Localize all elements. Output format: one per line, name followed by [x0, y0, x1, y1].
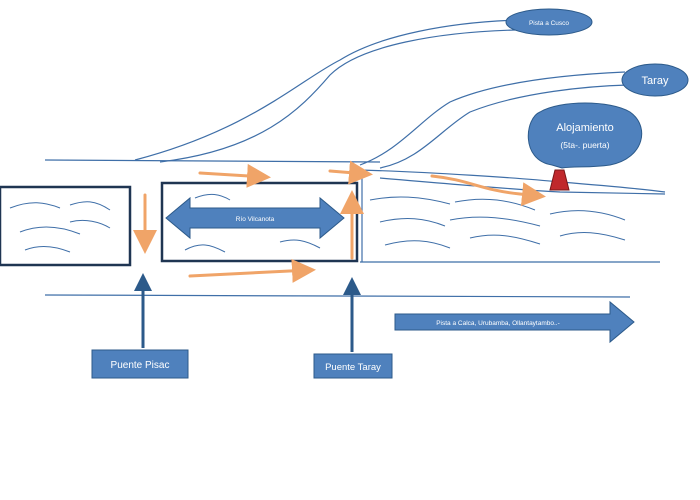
- puente-pisac-callout: Puente Pisac: [91, 349, 189, 379]
- pista-calca-arrow: Pista a Calca, Urubamba, Ollantaytambo..…: [394, 300, 635, 344]
- water-ripples: [9, 193, 626, 253]
- pista-cusco-callout: Pista a Cusco: [505, 8, 593, 36]
- route-arrow-icon: [430, 174, 546, 207]
- alojamiento-sub: (5ta-. puerta): [560, 140, 609, 150]
- road-to-taray-outer: [359, 71, 626, 166]
- road-to-cusco-inner: [159, 29, 516, 163]
- taray-callout: Taray: [621, 63, 689, 97]
- puente-taray-label: Puente Taray: [325, 362, 381, 373]
- alojamiento-callout: Alojamiento (5ta-. puerta): [527, 102, 643, 169]
- route-arrows: [133, 160, 546, 283]
- puente-pisac-label: Puente Pisac: [111, 360, 170, 371]
- lodging-marker-icon: [549, 169, 570, 191]
- route-arrow-icon: [188, 258, 316, 283]
- road-to-taray-inner: [379, 84, 629, 169]
- river-bank-mid: [379, 177, 666, 195]
- alojamiento-title: Alojamiento: [556, 122, 613, 134]
- route-arrow-icon: [198, 163, 271, 188]
- taray-label: Taray: [642, 75, 669, 87]
- main-road-top: [44, 159, 381, 163]
- river-bank-top: [359, 169, 666, 193]
- puente-taray-callout: Puente Taray: [313, 353, 393, 379]
- bridge-pointers: [134, 273, 361, 352]
- pista-cusco-label: Pista a Cusco: [529, 20, 569, 27]
- river-double-arrow: Río Vilcanota: [165, 196, 345, 240]
- roads: [44, 19, 666, 298]
- route-arrow-icon: [328, 160, 373, 185]
- lower-road: [44, 294, 631, 298]
- river-segment-left: [0, 185, 132, 267]
- river-label: Río Vilcanota: [236, 216, 275, 223]
- road-to-cusco-outer: [134, 19, 521, 161]
- pista-calca-label: Pista a Calca, Urubamba, Ollantaytambo..…: [436, 320, 560, 327]
